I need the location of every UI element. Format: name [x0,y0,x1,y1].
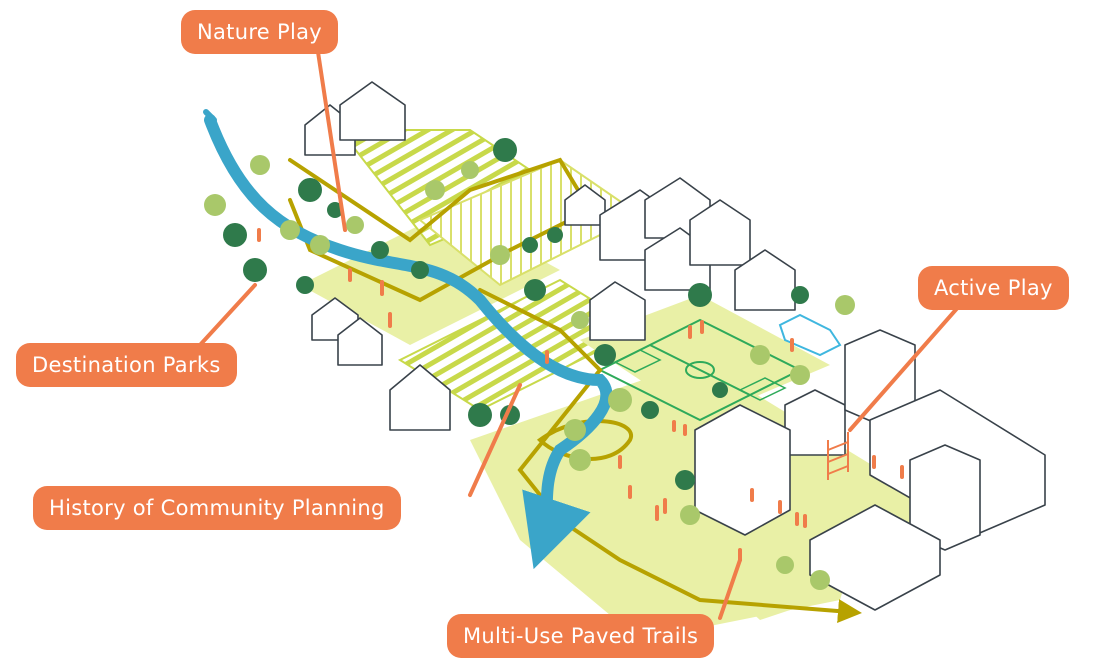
multi-use-paved-trails-label: Multi-Use Paved Trails [447,614,715,658]
nature-play-label: Nature Play [181,10,338,54]
building-blocks [694,329,1046,611]
destination-parks-label: Destination Parks [16,343,237,387]
car-icon [778,313,842,357]
history-of-community-planning-label: History of Community Planning [33,486,401,530]
tree-icon [204,138,855,590]
callout-lines [198,50,962,620]
climbing-tower-icon [827,432,849,480]
people-icon [257,228,904,562]
active-play-label: Active Play [918,266,1069,310]
